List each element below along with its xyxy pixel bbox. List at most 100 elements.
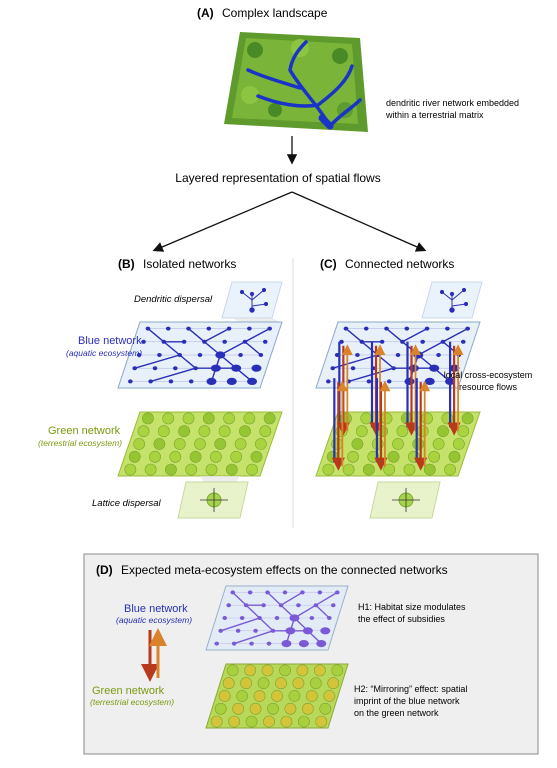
lattice-cell xyxy=(315,715,328,728)
network-node xyxy=(197,353,203,357)
network-node xyxy=(247,377,258,385)
green-network-cells-b xyxy=(124,412,276,476)
lattice-cell xyxy=(240,677,253,690)
lattice-cell xyxy=(263,412,276,425)
network-node xyxy=(157,353,162,357)
lattice-cell xyxy=(149,450,161,463)
lattice-cell xyxy=(360,412,373,425)
flows-label-line1: local cross-ecosystem xyxy=(444,370,533,380)
network-node xyxy=(193,366,198,371)
h1-line2: the effect of subsidies xyxy=(358,614,445,624)
dendritic-inset-b xyxy=(239,287,269,313)
network-node xyxy=(173,366,178,371)
network-edge xyxy=(386,328,403,343)
network-node xyxy=(355,353,360,357)
network-node xyxy=(460,339,466,344)
network-node xyxy=(363,326,369,331)
network-node xyxy=(262,339,268,344)
network-edge xyxy=(163,341,181,356)
split-arrow-left xyxy=(152,191,293,252)
panel-b-title: Isolated networks xyxy=(143,257,236,271)
panel-a-title: Complex landscape xyxy=(222,6,328,20)
network-node xyxy=(281,640,292,648)
lattice-cell xyxy=(194,438,206,450)
lattice-cell xyxy=(182,412,195,425)
dendritic-dispersal-label: Dendritic dispersal xyxy=(134,294,213,305)
network-node xyxy=(132,366,138,371)
lattice-cell xyxy=(416,425,429,438)
lattice-inset-b xyxy=(200,488,228,512)
lattice-cell xyxy=(124,463,137,476)
lattice-cell xyxy=(236,690,249,702)
panel-a-caption-line1: dendritic river network embedded xyxy=(386,98,519,108)
flows-label-line2: resource flows xyxy=(459,382,518,392)
network-node xyxy=(242,339,248,344)
lattice-cell xyxy=(461,412,474,425)
panel-c: (C) Connected networks local cross-ecosy… xyxy=(315,257,533,519)
network-node xyxy=(270,628,276,633)
lattice-cell xyxy=(153,438,166,450)
network-node xyxy=(282,590,288,595)
lattice-cell xyxy=(423,463,436,476)
network-node xyxy=(465,326,470,331)
panel-b-green-sub: (terrestrial ecosystem) xyxy=(38,438,122,448)
lattice-cell xyxy=(322,463,335,476)
lattice-cell xyxy=(249,702,262,715)
network-node xyxy=(161,339,167,344)
network-node xyxy=(243,603,249,608)
network-edge xyxy=(232,591,247,606)
lattice-cell xyxy=(165,463,177,476)
network-edge xyxy=(150,367,196,383)
network-edge xyxy=(280,591,303,606)
h2-line1: H2: “Mirroring” effect: spatial xyxy=(354,684,467,694)
lattice-cell xyxy=(271,690,283,702)
lattice-cell xyxy=(254,438,267,450)
network-node xyxy=(210,364,221,372)
lattice-cell xyxy=(263,715,275,728)
lattice-cell xyxy=(205,463,218,476)
lattice-cell xyxy=(267,702,279,715)
network-edge xyxy=(315,591,338,606)
lattice-cell xyxy=(323,690,336,702)
network-node xyxy=(436,353,441,357)
network-node xyxy=(343,326,349,331)
network-node xyxy=(289,614,300,622)
network-edge xyxy=(134,354,180,369)
green-network-cells-d xyxy=(210,664,344,728)
network-node xyxy=(226,326,232,331)
panel-d-blue-sub: (aquatic ecosystem) xyxy=(116,615,192,625)
lattice-cell xyxy=(331,664,344,677)
lattice-cell xyxy=(457,425,470,438)
lattice-cell xyxy=(392,438,404,450)
network-edge xyxy=(402,327,428,343)
network-edge xyxy=(315,604,330,619)
network-edge xyxy=(220,617,260,632)
lattice-cell xyxy=(243,412,256,425)
network-node xyxy=(395,353,401,357)
network-node xyxy=(188,379,194,384)
lattice-cell xyxy=(257,677,270,690)
network-node xyxy=(424,377,435,385)
lattice-cell xyxy=(142,412,154,425)
lattice-cell xyxy=(448,450,461,463)
h2-line3: on the green network xyxy=(354,708,439,718)
lattice-cell xyxy=(259,425,272,438)
cross-ecosystem-flow-arrows xyxy=(331,341,464,471)
network-edge xyxy=(179,354,197,369)
panel-d: (D) Expected meta-ecosystem effects on t… xyxy=(83,553,539,755)
lattice-cell xyxy=(144,463,157,476)
lattice-cell xyxy=(157,425,170,438)
network-node xyxy=(408,364,419,372)
lattice-cell xyxy=(128,450,141,463)
network-node xyxy=(359,339,365,344)
network-node xyxy=(231,641,237,646)
network-node xyxy=(251,364,262,372)
lattice-cell xyxy=(185,463,198,476)
lattice-cell xyxy=(232,702,245,715)
network-node xyxy=(247,590,253,595)
network-node xyxy=(238,353,243,357)
network-node xyxy=(296,603,301,608)
panel-d-green-sub: (terrestrial ecosystem) xyxy=(90,697,174,707)
panel-d-letter: (D) xyxy=(96,563,113,577)
panel-b-letter: (B) xyxy=(118,257,135,271)
